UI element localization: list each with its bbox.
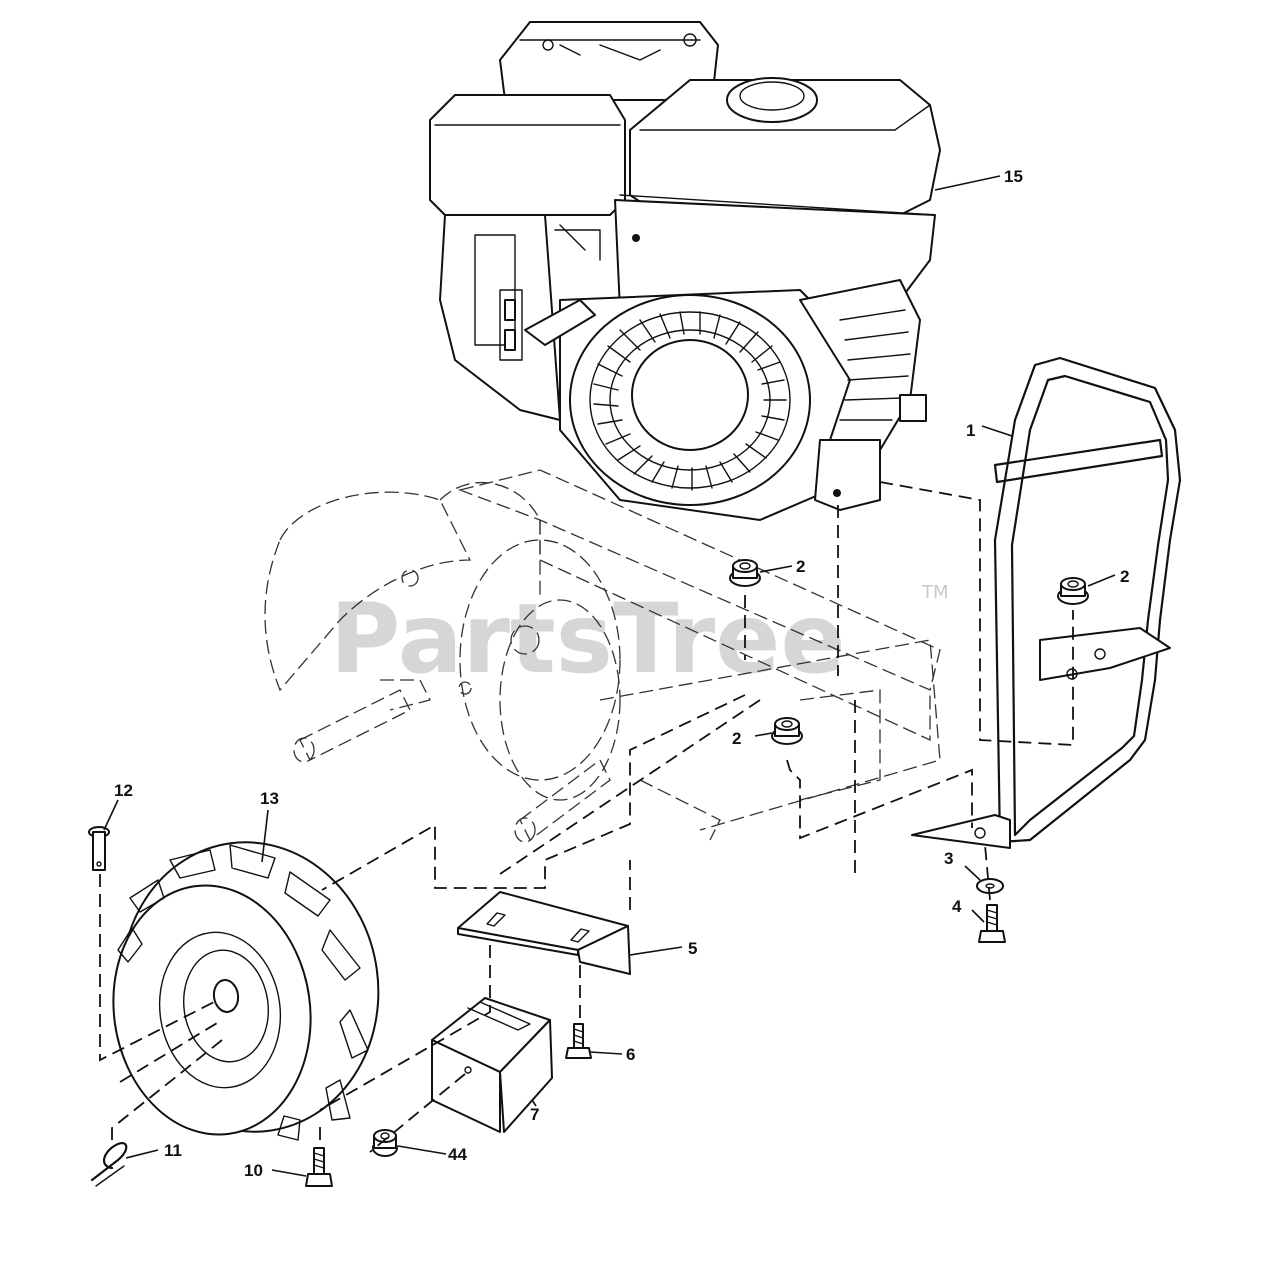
watermark-text: PartsTree (330, 583, 845, 695)
flange-nut-upper (729, 559, 761, 587)
watermark-tm: TM (921, 582, 949, 603)
wheel-assembly (112, 841, 380, 1141)
callout-engine: 15 (1004, 167, 1023, 186)
hex-nut-weight (372, 1129, 398, 1157)
bolt-bracket (565, 1023, 592, 1059)
watermark: PartsTree TM (330, 582, 949, 695)
weight-bracket (457, 891, 631, 975)
callout-wheel: 13 (260, 789, 279, 808)
callout-hairpin: 11 (164, 1141, 182, 1160)
wheel-weight (431, 997, 553, 1133)
clevis-pin (88, 826, 110, 871)
bolt-bumper (978, 904, 1006, 943)
hairpin-clip (90, 1142, 128, 1187)
callout-nut-upper: 2 (796, 557, 805, 576)
engine (429, 21, 941, 521)
callout-clevis-pin: 12 (114, 781, 133, 800)
tiller-frame-ghost (264, 469, 941, 843)
bolt-wheel (305, 1147, 333, 1187)
callout-washer: 3 (944, 849, 953, 868)
flange-nut-lower (771, 717, 803, 745)
callout-weight: 7 (530, 1105, 539, 1124)
callout-bracket: 5 (688, 939, 697, 958)
callout-bolt-wheel: 10 (244, 1161, 263, 1180)
callout-nut-bumper: 2 (1120, 567, 1129, 586)
callout-bolt-bracket: 6 (626, 1045, 635, 1064)
flange-nut-bumper (1057, 577, 1089, 605)
callout-nut-weight: 44 (448, 1145, 467, 1164)
callout-bolt-bumper: 4 (952, 897, 962, 916)
assembly-lines (99, 481, 1074, 1153)
callout-nut-lower: 2 (732, 729, 741, 748)
front-bumper (911, 356, 1182, 849)
recoil-starter (559, 289, 861, 521)
callout-bumper: 1 (966, 421, 975, 440)
leader-lines (103, 175, 1116, 1177)
callouts: 15 1 2 2 2 3 4 5 6 7 44 10 11 12 13 (114, 167, 1129, 1180)
